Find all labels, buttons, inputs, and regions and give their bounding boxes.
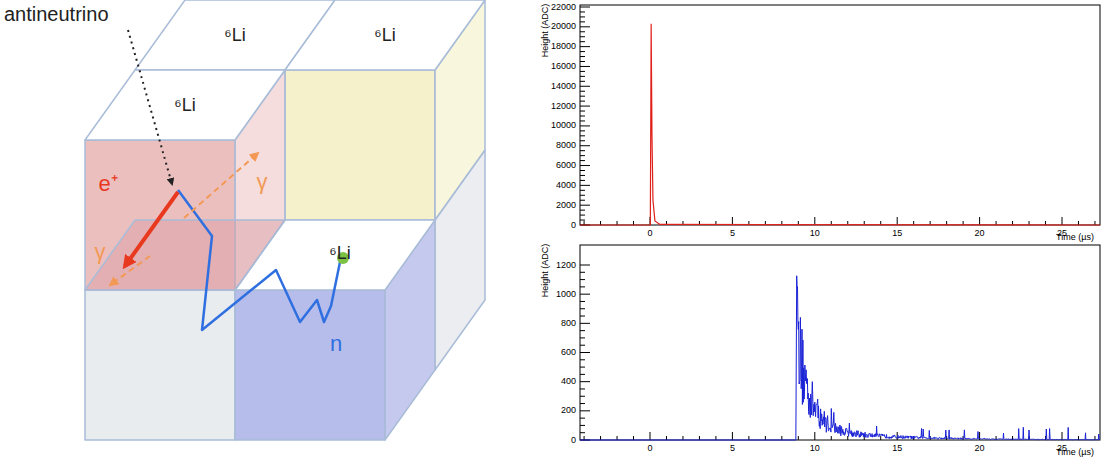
layer-label: ⁶Li	[174, 96, 195, 114]
tick-label: 0	[571, 221, 576, 230]
tick-label: 2000	[556, 201, 576, 210]
tick-label: 6000	[556, 161, 576, 170]
tick-label: 0	[647, 229, 652, 238]
tick-label: 22000	[551, 3, 576, 12]
tick-label: 20000	[551, 22, 576, 31]
tick-label: 18000	[551, 42, 576, 51]
tick-label: 25	[1057, 444, 1067, 453]
tick-label: 14000	[551, 82, 576, 91]
tick-label: 10	[810, 229, 820, 238]
particle-label: antineutrino	[4, 4, 109, 24]
tick-label: 0	[647, 444, 652, 453]
tick-label: 1000	[556, 290, 576, 299]
axis-title: Height (ADC)	[541, 243, 550, 297]
layer-label: ⁶Li	[374, 26, 395, 44]
tick-label: 16000	[551, 62, 576, 71]
tick-label: 600	[561, 348, 576, 357]
layer-label: ⁶Li	[329, 244, 350, 262]
tick-label: 8000	[556, 141, 576, 150]
tick-label: 5	[730, 229, 735, 238]
tick-label: 200	[561, 406, 576, 415]
tick-label: 10	[810, 444, 820, 453]
tick-label: 20	[975, 229, 985, 238]
particle-label: γ	[95, 241, 106, 263]
layer-label: ⁶Li	[224, 26, 245, 44]
tick-label: 25	[1057, 229, 1067, 238]
tick-label: 15	[892, 229, 902, 238]
particle-label: γ	[257, 171, 268, 193]
axis-title: Height (ADC)	[541, 3, 550, 57]
tick-label: 5	[730, 444, 735, 453]
particle-label: e⁺	[98, 173, 117, 195]
tick-label: 15	[892, 444, 902, 453]
tick-label: 0	[571, 436, 576, 445]
tick-label: 20	[975, 444, 985, 453]
tick-label: 1200	[556, 261, 576, 270]
tick-label: 4000	[556, 181, 576, 190]
particle-label: n	[330, 333, 342, 355]
tick-label: 10000	[551, 121, 576, 130]
tick-label: 12000	[551, 102, 576, 111]
tick-label: 800	[561, 319, 576, 328]
tick-label: 400	[561, 377, 576, 386]
